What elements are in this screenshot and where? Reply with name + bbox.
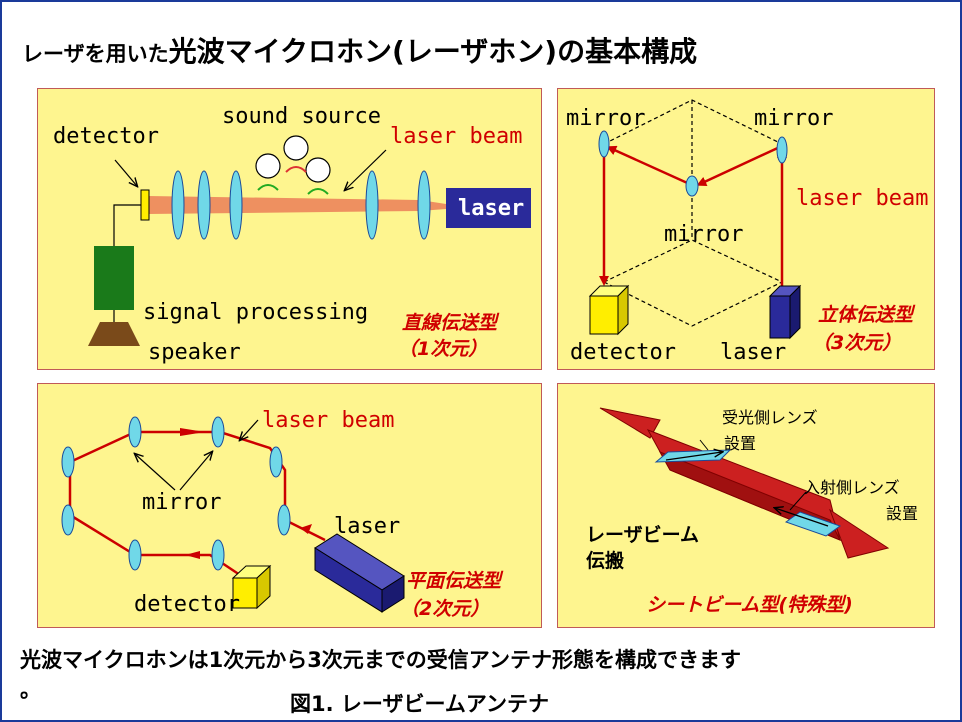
p2-mirror-left-label: mirror [566, 106, 646, 131]
panel-planar [37, 383, 542, 628]
p3-laser-label: laser [334, 514, 401, 539]
panel-sheet [557, 383, 935, 628]
linear-diagram [88, 135, 531, 346]
p2-laser-label: laser [720, 340, 787, 365]
lens-5 [417, 170, 431, 240]
p2-detector-label: detector [570, 340, 676, 365]
detector-wire [113, 204, 141, 246]
p3-detector-label: detector [134, 592, 240, 617]
sound-source-people [255, 135, 331, 195]
p4-incident-lens-label-1: 入射側レンズ [804, 478, 900, 497]
p4-incident-lens-label-2: 設置 [886, 504, 919, 523]
p1-laser-label: laser [458, 196, 525, 221]
p2-type-name: 立体伝送型 [818, 304, 914, 326]
p3-mirror-7 [128, 539, 142, 571]
p3-mirror-label: mirror [142, 490, 222, 515]
p3-type-name: 平面伝送型 [406, 570, 502, 592]
p1-signal-processing-label: signal processing [143, 300, 369, 325]
mirror-left [598, 130, 610, 158]
dashed-cube [603, 99, 783, 327]
mirror-center [685, 175, 699, 197]
laser-beam-shape [148, 196, 446, 214]
figure-caption: 図1. レーザビームアンテナ [290, 692, 550, 716]
p3-type-dim: （2次元） [400, 598, 490, 620]
mirror-right [776, 136, 788, 164]
title-prefix: レーザを用いた [22, 42, 169, 66]
p4-receive-lens-label-2: 設置 [724, 434, 757, 453]
signal-processor-box [94, 246, 134, 310]
p2-mirror-center-label: mirror [664, 222, 744, 247]
lens-4 [365, 170, 379, 240]
lens-3 [229, 170, 243, 240]
p3-mirror-1 [128, 416, 142, 448]
footer-text-line1: 光波マイクロホンは1次元から3次元までの受信アンテナ形態を構成できます [20, 648, 741, 672]
p1-detector-label: detector [53, 124, 159, 149]
p4-receive-lens-label-1: 受光側レンズ [722, 408, 818, 427]
p3-mirror-3 [269, 446, 283, 478]
p1-speaker-label: speaker [148, 340, 241, 365]
p1-type-name: 直線伝送型 [402, 312, 498, 334]
title-main: 光波マイクロホン(レーザホン)の基本構成 [168, 35, 698, 68]
3d-detector-cube [588, 284, 630, 336]
lens-2 [197, 170, 211, 240]
planar-diagram [61, 416, 405, 613]
3d-laser-box [768, 284, 802, 340]
p3-mirror-5 [61, 446, 75, 478]
p3-mirror-4 [277, 504, 291, 536]
p1-sound-source-label: sound source [222, 104, 381, 129]
lens-1 [171, 170, 185, 240]
detector-arrow [114, 159, 137, 186]
sheet-beam-diagram [599, 407, 890, 559]
speaker-shape [88, 322, 140, 346]
p3-mirror-8 [211, 539, 225, 571]
3d-beam-path [599, 144, 787, 286]
3d-diagram [588, 99, 802, 340]
beam-arrow [345, 149, 387, 190]
p1-laser-beam-label: laser beam [390, 124, 523, 149]
p4-beam-label-2: 伝搬 [586, 550, 625, 572]
p3-laser-beam-label: laser beam [262, 408, 395, 433]
p1-type-dim: （1次元） [398, 338, 488, 360]
footer-text-line2: 。 [20, 678, 41, 702]
p2-type-dim: （3次元） [812, 332, 902, 354]
p3-laser-box [314, 533, 405, 613]
p3-detector-cube [231, 564, 272, 610]
p3-mirror-6 [61, 504, 75, 536]
p4-beam-label-1: レーザビーム [586, 524, 700, 546]
p2-mirror-right-label: mirror [754, 106, 834, 131]
detector-element [140, 189, 150, 221]
p4-type-name: シートビーム型(特殊型) [646, 594, 853, 616]
p3-mirror-2 [211, 416, 225, 448]
p2-laser-beam-label: laser beam [796, 186, 929, 211]
page-title: レーザを用いた光波マイクロホン(レーザホン)の基本構成 [22, 30, 697, 70]
laser-box [446, 188, 531, 228]
